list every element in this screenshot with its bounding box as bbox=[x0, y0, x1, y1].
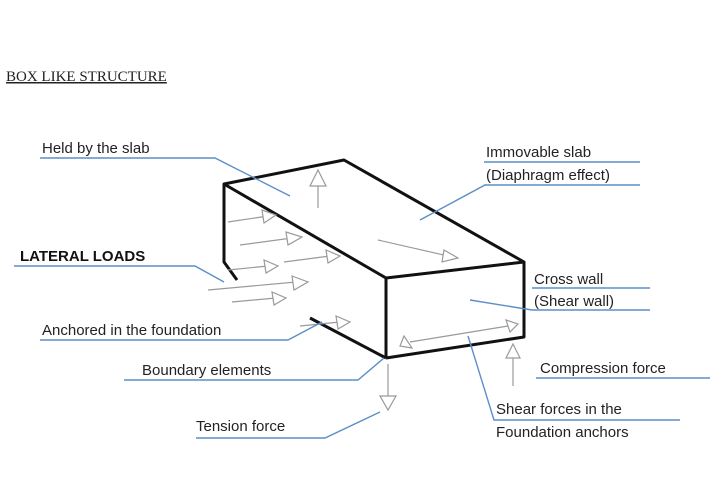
leader-immovable bbox=[419, 184, 640, 221]
load-arrow-head bbox=[271, 291, 288, 306]
label-lateral-loads: LATERAL LOADS bbox=[20, 248, 145, 265]
slab-arrow-head bbox=[441, 249, 460, 263]
lateral-load-arrows bbox=[207, 209, 460, 330]
load-arrow-head bbox=[291, 275, 310, 291]
held-arrow bbox=[309, 168, 327, 208]
label-shear-forces: Shear forces in the bbox=[496, 401, 622, 418]
double-arrow-shaft bbox=[409, 325, 509, 343]
label-cross-wall: Cross wall bbox=[534, 271, 603, 288]
label-diaphragm-effect: (Diaphragm effect) bbox=[486, 167, 610, 184]
label-shear-wall: (Shear wall) bbox=[534, 293, 614, 310]
leader-anchored bbox=[40, 321, 323, 341]
compression-arrow-head bbox=[505, 342, 521, 359]
diagram-title: BOX LIKE STRUCTURE bbox=[6, 69, 167, 85]
leader-boundary bbox=[124, 357, 385, 381]
load-arrow bbox=[299, 321, 341, 327]
load-arrow-head bbox=[285, 231, 304, 246]
held-arrow-head bbox=[309, 168, 327, 187]
label-boundary-elements: Boundary elements bbox=[142, 362, 271, 379]
tension-arrow-head bbox=[378, 395, 398, 412]
label-anchored: Anchored in the foundation bbox=[42, 322, 221, 339]
compression-arrow bbox=[505, 342, 521, 386]
tension-arrow bbox=[378, 364, 398, 412]
slab-arrow bbox=[377, 239, 449, 257]
double-arrow-head-left bbox=[399, 334, 414, 349]
load-arrow bbox=[227, 265, 269, 271]
load-arrow bbox=[283, 255, 331, 263]
load-arrow bbox=[207, 281, 297, 291]
leader-cross bbox=[469, 299, 650, 311]
leader-held bbox=[40, 157, 291, 197]
leader-shear bbox=[467, 335, 680, 421]
load-arrow-head bbox=[335, 315, 352, 330]
load-arrow bbox=[239, 237, 293, 246]
label-tension-force: Tension force bbox=[196, 418, 285, 435]
double-arrow-head-right bbox=[505, 319, 520, 334]
leader-tension bbox=[196, 411, 381, 439]
cross-wall-double-arrow bbox=[399, 319, 520, 349]
front-face-edge bbox=[385, 262, 526, 360]
load-arrow-head bbox=[261, 209, 278, 225]
bottom-edge bbox=[309, 316, 387, 360]
leader-lateral bbox=[14, 265, 225, 283]
load-arrow-head bbox=[263, 259, 280, 274]
load-arrow bbox=[227, 215, 269, 223]
box-outline bbox=[222, 158, 526, 360]
leader-lines bbox=[14, 157, 710, 439]
left-wall-edge bbox=[222, 184, 239, 281]
load-arrow bbox=[231, 297, 277, 303]
label-foundation-anchors: Foundation anchors bbox=[496, 424, 629, 441]
label-immovable-slab: Immovable slab bbox=[486, 144, 591, 161]
label-compression-force: Compression force bbox=[540, 360, 666, 377]
label-held-by-slab: Held by the slab bbox=[42, 140, 150, 157]
load-arrow-head bbox=[325, 249, 342, 264]
